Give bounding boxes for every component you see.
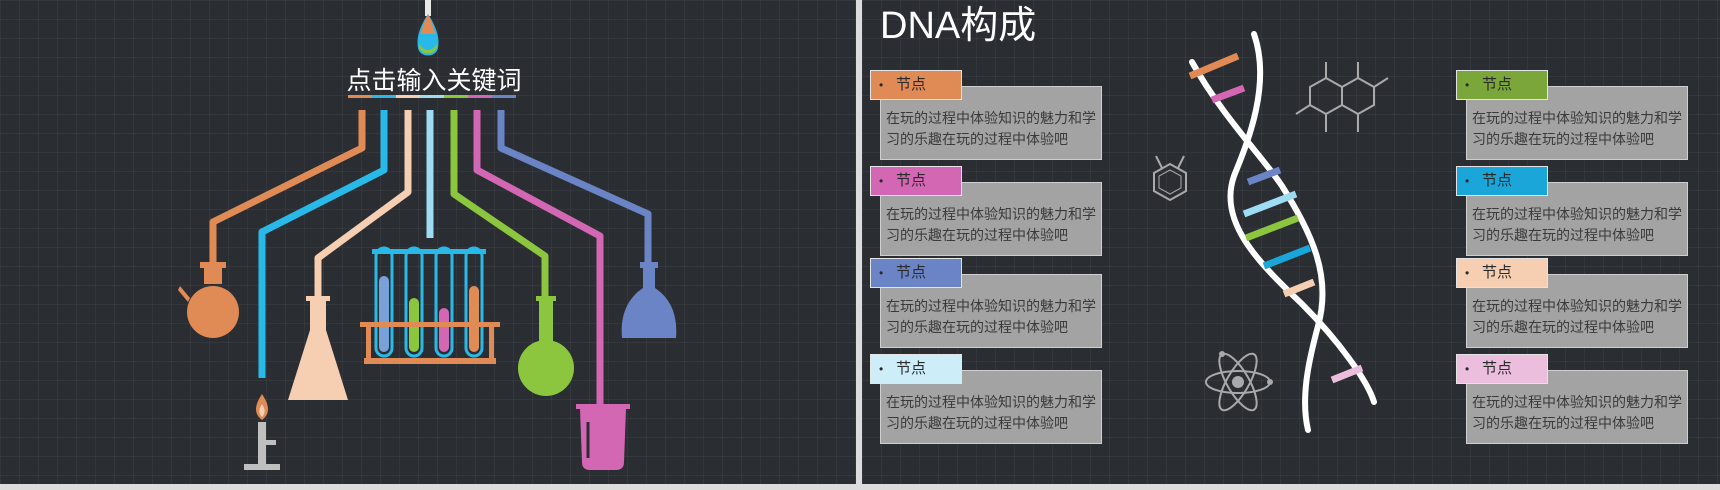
node-text: 在玩的过程中体验知识的魅力和学习的乐趣在玩的过程中体验吧 bbox=[886, 206, 1096, 243]
node-text: 在玩的过程中体验知识的魅力和学习的乐趣在玩的过程中体验吧 bbox=[886, 298, 1096, 335]
bullet-icon: • bbox=[1465, 362, 1470, 376]
node-card-right-1[interactable]: 在玩的过程中体验知识的魅力和学习的乐趣在玩的过程中体验吧 • 节点 bbox=[1456, 70, 1690, 162]
bunsen-burner-icon bbox=[244, 394, 280, 470]
node-tag[interactable]: • 节点 bbox=[1456, 258, 1548, 288]
node-tag[interactable]: • 节点 bbox=[870, 354, 962, 384]
node-text: 在玩的过程中体验知识的魅力和学习的乐趣在玩的过程中体验吧 bbox=[1472, 110, 1682, 147]
node-text: 在玩的过程中体验知识的魅力和学习的乐趣在玩的过程中体验吧 bbox=[886, 110, 1096, 147]
node-card-left-1[interactable]: 在玩的过程中体验知识的魅力和学习的乐趣在玩的过程中体验吧 • 节点 bbox=[870, 70, 1104, 162]
bullet-icon: • bbox=[1465, 174, 1470, 188]
node-card-left-4[interactable]: 在玩的过程中体验知识的魅力和学习的乐趣在玩的过程中体验吧 • 节点 bbox=[870, 354, 1104, 446]
node-card-right-3[interactable]: 在玩的过程中体验知识的魅力和学习的乐趣在玩的过程中体验吧 • 节点 bbox=[1456, 258, 1690, 350]
bullet-icon: • bbox=[879, 362, 884, 376]
test-tube-rack-icon bbox=[360, 246, 500, 364]
node-text: 在玩的过程中体验知识的魅力和学习的乐趣在玩的过程中体验吧 bbox=[1472, 298, 1682, 335]
bell-flask-icon bbox=[621, 262, 677, 338]
node-text: 在玩的过程中体验知识的魅力和学习的乐趣在玩的过程中体验吧 bbox=[1472, 394, 1682, 431]
node-tag[interactable]: • 节点 bbox=[870, 258, 962, 288]
node-box bbox=[880, 182, 1102, 256]
dropper-icon bbox=[417, 0, 439, 56]
node-text: 在玩的过程中体验知识的魅力和学习的乐趣在玩的过程中体验吧 bbox=[1472, 206, 1682, 243]
node-tag[interactable]: • 节点 bbox=[1456, 354, 1548, 384]
lab-slide: 点击输入关键词 bbox=[0, 0, 856, 484]
atom-icon bbox=[1205, 351, 1273, 412]
bullet-icon: • bbox=[1465, 266, 1470, 280]
slide-title[interactable]: DNA构成 bbox=[880, 5, 1037, 47]
pipes bbox=[209, 110, 652, 404]
keyword-title[interactable]: 点击输入关键词 bbox=[346, 67, 522, 95]
node-tag[interactable]: • 节点 bbox=[1456, 70, 1548, 100]
spherical-flask-icon bbox=[518, 296, 574, 396]
dna-slide: DNA构成 在玩的过程中体验知识的魅力和学习的乐趣在玩的过程中体验吧 • 节点 … bbox=[862, 0, 1720, 484]
node-card-left-2[interactable]: 在玩的过程中体验知识的魅力和学习的乐趣在玩的过程中体验吧 • 节点 bbox=[870, 166, 1104, 258]
bullet-icon: • bbox=[1465, 78, 1470, 92]
round-flask-icon bbox=[178, 262, 239, 338]
beaker-icon bbox=[576, 404, 630, 470]
bullet-icon: • bbox=[879, 266, 884, 280]
node-card-left-3[interactable]: 在玩的过程中体验知识的魅力和学习的乐趣在玩的过程中体验吧 • 节点 bbox=[870, 258, 1104, 350]
bullet-icon: • bbox=[879, 174, 884, 188]
dna-helix-icon bbox=[1188, 31, 1377, 433]
naphthalene-icon bbox=[1295, 62, 1389, 132]
title-underline bbox=[348, 95, 516, 98]
bullet-icon: • bbox=[879, 78, 884, 92]
node-card-right-4[interactable]: 在玩的过程中体验知识的魅力和学习的乐趣在玩的过程中体验吧 • 节点 bbox=[1456, 354, 1690, 446]
conical-flask-icon bbox=[288, 296, 348, 400]
node-text: 在玩的过程中体验知识的魅力和学习的乐趣在玩的过程中体验吧 bbox=[886, 394, 1096, 431]
node-card-right-2[interactable]: 在玩的过程中体验知识的魅力和学习的乐趣在玩的过程中体验吧 • 节点 bbox=[1456, 166, 1690, 258]
benzene-icon bbox=[1153, 155, 1187, 202]
node-tag[interactable]: • 节点 bbox=[870, 70, 962, 100]
node-tag[interactable]: • 节点 bbox=[1456, 166, 1548, 196]
node-tag[interactable]: • 节点 bbox=[870, 166, 962, 196]
